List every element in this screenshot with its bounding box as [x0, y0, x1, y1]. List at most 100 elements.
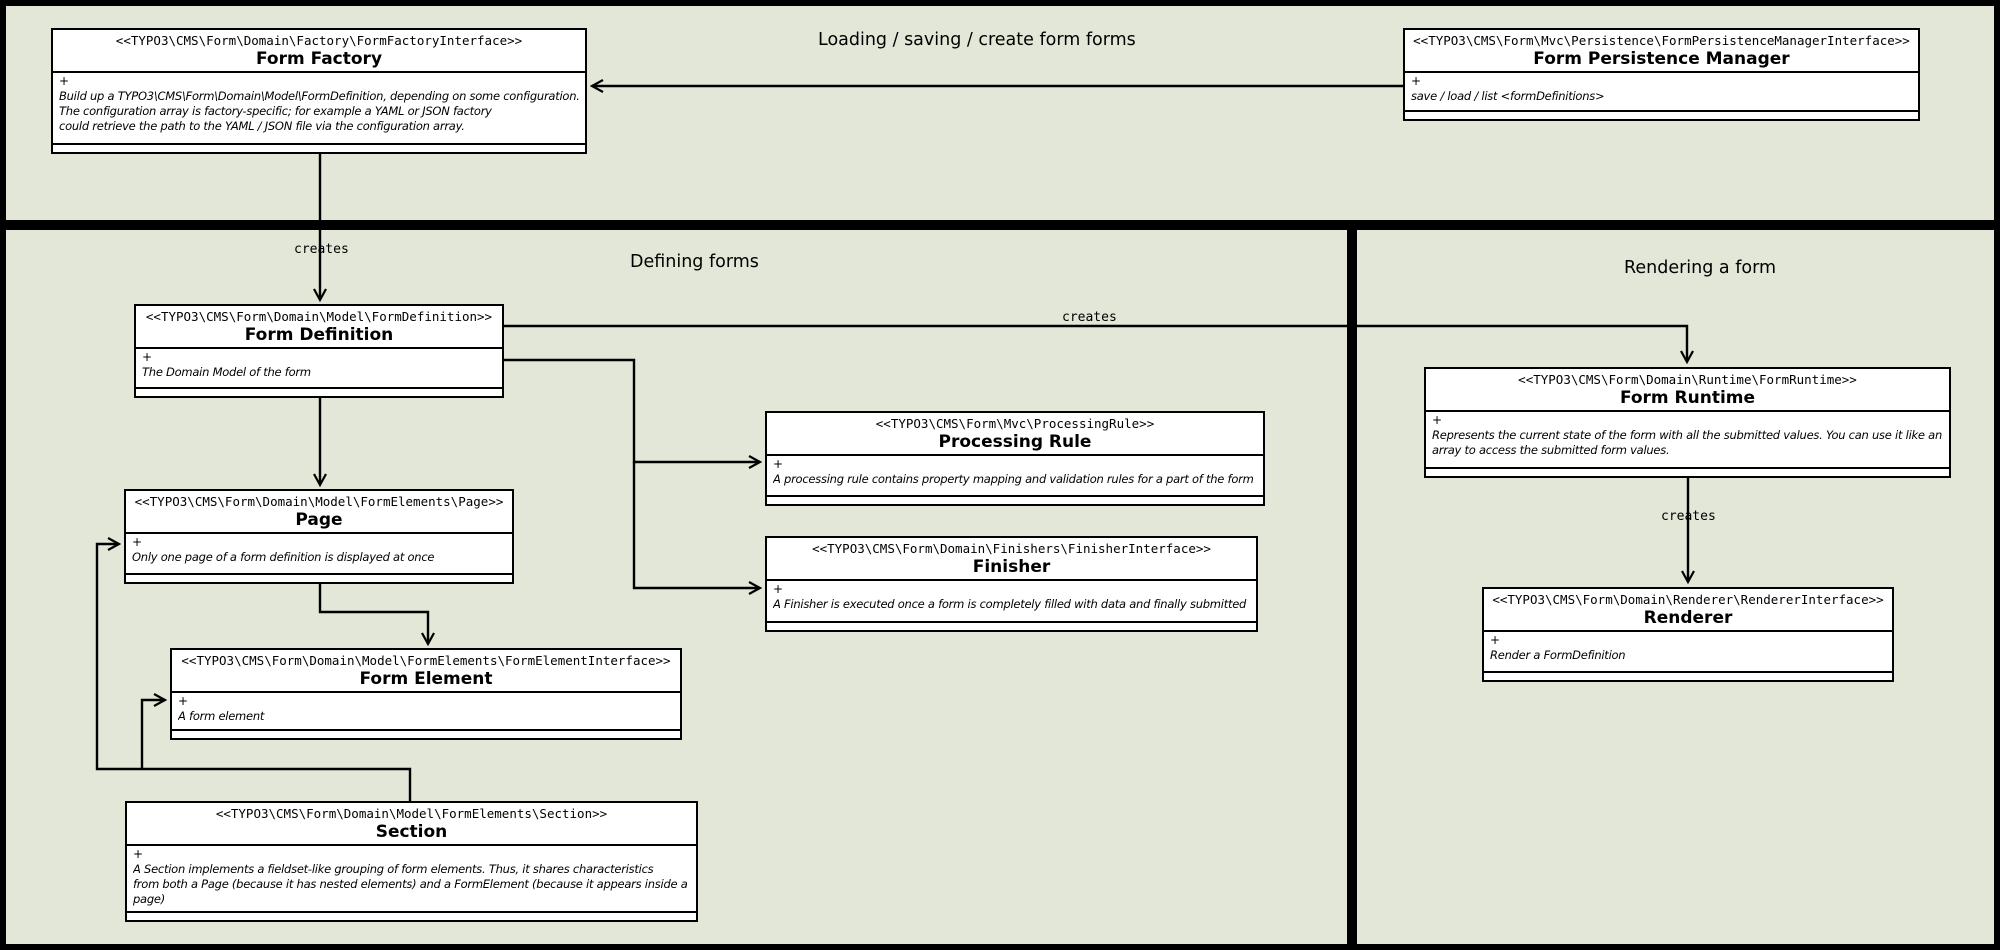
class-name: Form Runtime — [1619, 387, 1756, 408]
class-name: Form Element — [359, 668, 493, 689]
class-name: Finisher — [972, 556, 1051, 577]
class-description: A Finisher is executed once a form is co… — [773, 597, 1250, 612]
class-header: <<TYPO3\CMS\Form\Mvc\ProcessingRule>> Pr… — [767, 413, 1263, 457]
panel-title-defining-forms: Defining forms — [630, 252, 759, 272]
class-name: Page — [295, 509, 343, 530]
class-stereotype: <<TYPO3\CMS\Form\Mvc\Persistence\FormPer… — [1413, 33, 1910, 48]
class-section: <<TYPO3\CMS\Form\Domain\Model\FormElemen… — [125, 801, 698, 922]
description-line: page) — [133, 892, 165, 907]
class-stereotype: <<TYPO3\CMS\Form\Domain\Model\FormElemen… — [215, 806, 608, 821]
class-description: Build up a TYPO3\CMS\Form\Domain\Model\F… — [59, 89, 579, 135]
class-attributes: + A form element — [172, 693, 680, 731]
class-name: Form Factory — [255, 48, 383, 69]
edge-label-creates: creates — [294, 242, 349, 257]
description-line: A processing rule contains property mapp… — [773, 471, 1254, 486]
visibility-marker: + — [1411, 74, 1422, 89]
operations-compartment — [127, 913, 696, 920]
class-attributes: + A processing rule contains property ma… — [767, 456, 1263, 497]
description-line: could retrieve the path to the YAML / JS… — [59, 119, 465, 134]
class-attributes: + Render a FormDefinition — [1484, 632, 1892, 673]
visibility-marker: + — [773, 457, 784, 472]
edge-label-creates: creates — [1661, 509, 1716, 524]
description-line: A Finisher is executed once a form is co… — [773, 596, 1247, 611]
visibility-marker: + — [1432, 413, 1443, 428]
description-line: A Section implements a fieldset-like gro… — [133, 861, 654, 876]
class-attributes: + save / load / list <formDefinitions> — [1405, 73, 1918, 112]
description-line: Represents the current state of the form… — [1432, 427, 1942, 442]
class-header: <<TYPO3\CMS\Form\Domain\Renderer\Rendere… — [1484, 589, 1892, 633]
class-page: <<TYPO3\CMS\Form\Domain\Model\FormElemen… — [124, 489, 514, 584]
visibility-marker: + — [773, 582, 784, 597]
description-line: array to access the submitted form value… — [1432, 442, 1670, 457]
class-name: Renderer — [1643, 607, 1733, 628]
class-form-runtime: <<TYPO3\CMS\Form\Domain\Runtime\FormRunt… — [1424, 367, 1951, 478]
class-stereotype: <<TYPO3\CMS\Form\Domain\Renderer\Rendere… — [1492, 592, 1884, 607]
class-header: <<TYPO3\CMS\Form\Domain\Model\FormDefini… — [136, 306, 502, 350]
class-description: The Domain Model of the form — [142, 365, 496, 380]
description-line: The configuration array is factory-speci… — [59, 103, 492, 118]
visibility-marker: + — [1490, 633, 1501, 648]
class-name: Form Definition — [244, 324, 394, 345]
class-header: <<TYPO3\CMS\Form\Domain\Model\FormElemen… — [127, 803, 696, 847]
visibility-marker: + — [142, 350, 153, 365]
class-form-element: <<TYPO3\CMS\Form\Domain\Model\FormElemen… — [170, 648, 682, 740]
operations-compartment — [1426, 469, 1949, 476]
operations-compartment — [1484, 673, 1892, 680]
class-name: Section — [375, 821, 448, 842]
class-finisher: <<TYPO3\CMS\Form\Domain\Finishers\Finish… — [765, 536, 1258, 632]
class-form-definition: <<TYPO3\CMS\Form\Domain\Model\FormDefini… — [134, 304, 504, 398]
class-description: A form element — [178, 709, 674, 724]
class-description: Render a FormDefinition — [1490, 648, 1886, 663]
panel-title-loading-saving: Loading / saving / create form forms — [818, 30, 1136, 50]
class-attributes: + A Finisher is executed once a form is … — [767, 581, 1256, 623]
description-line: Only one page of a form definition is di… — [132, 549, 435, 564]
class-description: Represents the current state of the form… — [1432, 428, 1943, 458]
operations-compartment — [172, 731, 680, 738]
class-stereotype: <<TYPO3\CMS\Form\Domain\Model\FormElemen… — [134, 494, 504, 509]
class-form-persistence-manager: <<TYPO3\CMS\Form\Mvc\Persistence\FormPer… — [1403, 28, 1920, 121]
class-processing-rule: <<TYPO3\CMS\Form\Mvc\ProcessingRule>> Pr… — [765, 411, 1265, 506]
operations-compartment — [1405, 112, 1918, 119]
description-line: Render a FormDefinition — [1490, 647, 1626, 662]
class-attributes: + The Domain Model of the form — [136, 349, 502, 389]
class-description: save / load / list <formDefinitions> — [1411, 89, 1912, 104]
visibility-marker: + — [132, 535, 143, 550]
operations-compartment — [53, 145, 585, 152]
class-description: Only one page of a form definition is di… — [132, 550, 506, 565]
operations-compartment — [767, 497, 1263, 504]
operations-compartment — [126, 575, 512, 582]
class-header: <<TYPO3\CMS\Form\Domain\Factory\FormFact… — [53, 30, 585, 74]
class-renderer: <<TYPO3\CMS\Form\Domain\Renderer\Rendere… — [1482, 587, 1894, 682]
visibility-marker: + — [133, 847, 144, 862]
class-stereotype: <<TYPO3\CMS\Form\Domain\Model\FormDefini… — [145, 309, 493, 324]
description-line: from both a Page (because it has nested … — [133, 876, 688, 891]
class-name: Processing Rule — [938, 431, 1092, 452]
class-header: <<TYPO3\CMS\Form\Domain\Finishers\Finish… — [767, 538, 1256, 582]
class-stereotype: <<TYPO3\CMS\Form\Domain\Model\FormElemen… — [181, 653, 671, 668]
class-attributes: + Represents the current state of the fo… — [1426, 412, 1949, 469]
edge-label-creates: creates — [1062, 310, 1117, 325]
class-attributes: + Only one page of a form definition is … — [126, 534, 512, 575]
class-stereotype: <<TYPO3\CMS\Form\Mvc\ProcessingRule>> — [875, 416, 1155, 431]
class-stereotype: <<TYPO3\CMS\Form\Domain\Finishers\Finish… — [812, 541, 1211, 556]
visibility-marker: + — [59, 74, 70, 89]
description-line: Build up a TYPO3\CMS\Form\Domain\Model\F… — [59, 88, 579, 103]
class-attributes: + Build up a TYPO3\CMS\Form\Domain\Model… — [53, 73, 585, 145]
description-line: save / load / list <formDefinitions> — [1411, 88, 1605, 103]
class-header: <<TYPO3\CMS\Form\Domain\Runtime\FormRunt… — [1426, 369, 1949, 413]
class-description: A processing rule contains property mapp… — [773, 472, 1257, 487]
class-attributes: + A Section implements a fieldset-like g… — [127, 846, 696, 913]
operations-compartment — [136, 389, 502, 396]
description-line: The Domain Model of the form — [142, 364, 311, 379]
operations-compartment — [767, 623, 1256, 630]
class-stereotype: <<TYPO3\CMS\Form\Domain\Factory\FormFact… — [115, 33, 523, 48]
class-header: <<TYPO3\CMS\Form\Domain\Model\FormElemen… — [126, 491, 512, 535]
class-description: A Section implements a fieldset-like gro… — [133, 862, 690, 908]
class-form-factory: <<TYPO3\CMS\Form\Domain\Factory\FormFact… — [51, 28, 587, 154]
class-stereotype: <<TYPO3\CMS\Form\Domain\Runtime\FormRunt… — [1518, 372, 1857, 387]
class-header: <<TYPO3\CMS\Form\Mvc\Persistence\FormPer… — [1405, 30, 1918, 74]
class-name: Form Persistence Manager — [1533, 48, 1790, 69]
description-line: A form element — [178, 708, 265, 723]
class-header: <<TYPO3\CMS\Form\Domain\Model\FormElemen… — [172, 650, 680, 694]
